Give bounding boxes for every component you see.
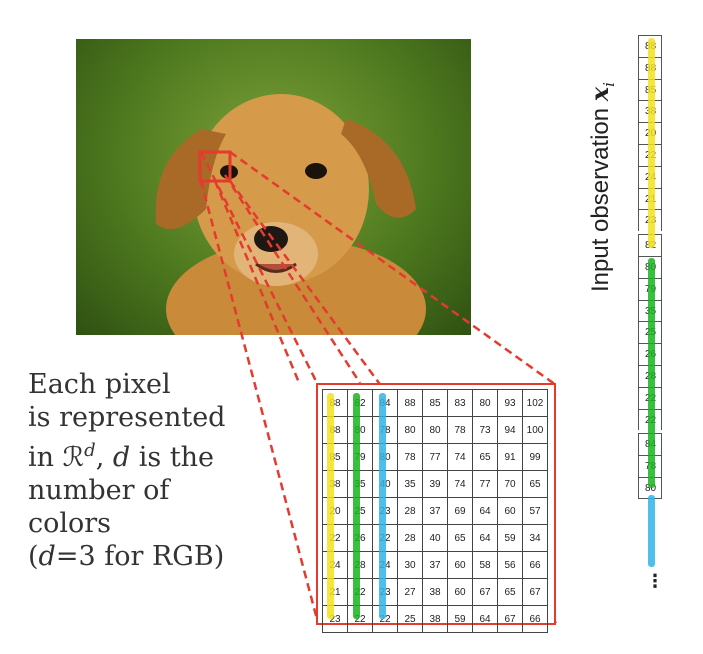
pixel-cell: 40 (422, 524, 448, 552)
pixel-cell: 85 (422, 389, 448, 417)
green-channel-strip (353, 393, 360, 619)
pixel-cell: 80 (397, 416, 423, 444)
red-channel-strip (327, 393, 334, 619)
pixel-cell: 27 (397, 578, 423, 606)
pixel-cell: 28 (347, 551, 373, 579)
pixel-cell: 67 (497, 605, 523, 633)
puppy-photo (76, 39, 471, 335)
blue-channel-strip (379, 393, 386, 619)
zoomed-pixel-grid: 8882848885838093102888078808078739410085… (316, 383, 556, 633)
pixel-cell: 20 (322, 497, 348, 525)
pixel-cell: 65 (497, 578, 523, 606)
continuation-ellipsis: ⋮ (646, 571, 664, 592)
pixel-cell: 78 (397, 443, 423, 471)
pixel-value-table: 8882848885838093102888078808078739410085… (322, 389, 548, 633)
pixel-cell: 64 (472, 524, 498, 552)
pixel-cell: 77 (422, 443, 448, 471)
pixel-cell: 56 (497, 551, 523, 579)
pixel-cell: 66 (522, 551, 548, 579)
pixel-cell: 88 (322, 416, 348, 444)
pixel-cell: 60 (497, 497, 523, 525)
pixel-cell: 65 (472, 443, 498, 471)
pixel-row: 202523283769646057 (322, 497, 548, 525)
pixel-cell: 78 (447, 416, 473, 444)
explanation-caption: Each pixel is represented in ℛd, d is th… (28, 368, 268, 573)
pixel-cell: 102 (522, 389, 548, 417)
pixel-cell: 64 (472, 605, 498, 633)
caption-line-2: is represented (28, 402, 226, 433)
pixel-cell: 38 (322, 470, 348, 498)
pixel-cell: 22 (372, 605, 398, 633)
pixel-cell: 67 (522, 578, 548, 606)
pixel-cell: 26 (347, 524, 373, 552)
pixel-cell: 35 (397, 470, 423, 498)
pixel-cell: 28 (397, 497, 423, 525)
pixel-cell: 59 (497, 524, 523, 552)
pixel-cell: 58 (472, 551, 498, 579)
vector-title: Input observation xi (585, 82, 618, 292)
pixel-cell: 99 (522, 443, 548, 471)
pixel-cell: 80 (347, 416, 373, 444)
pixel-cell: 66 (522, 605, 548, 633)
pixel-cell: 39 (422, 470, 448, 498)
pixel-cell: 82 (347, 389, 373, 417)
pixel-cell: 100 (522, 416, 548, 444)
pixel-cell: 80 (422, 416, 448, 444)
pixel-cell: 69 (447, 497, 473, 525)
pixel-cell: 22 (347, 605, 373, 633)
pixel-cell: 34 (522, 524, 548, 552)
vector-blue-strip (648, 495, 655, 567)
pixel-cell: 28 (397, 524, 423, 552)
pixel-cell: 77 (472, 470, 498, 498)
pixel-cell: 25 (397, 605, 423, 633)
pixel-cell: 23 (322, 605, 348, 633)
pixel-cell: 80 (472, 389, 498, 417)
pixel-cell: 67 (472, 578, 498, 606)
pixel-cell: 93 (497, 389, 523, 417)
pixel-cell: 83 (447, 389, 473, 417)
pixel-cell: 60 (447, 578, 473, 606)
pixel-cell: 70 (497, 470, 523, 498)
pixel-cell: 79 (347, 443, 373, 471)
pixel-row: 242824303760585666 (322, 551, 548, 579)
pixel-cell: 22 (347, 578, 373, 606)
puppy-illustration (155, 94, 426, 335)
pixel-cell: 65 (447, 524, 473, 552)
pixel-cell: 35 (347, 470, 373, 498)
pixel-cell: 38 (422, 605, 448, 633)
pixel-cell: 38 (422, 578, 448, 606)
caption-line-3: in ℛd, d is the (28, 440, 215, 473)
caption-line-5: colors (28, 508, 112, 539)
pixel-cell: 91 (497, 443, 523, 471)
pixel-cell: 57 (522, 497, 548, 525)
input-vector-column: 8888853820222421238280793525262822228478… (638, 35, 662, 499)
caption-line-1: Each pixel (28, 369, 171, 400)
pixel-cell: 85 (322, 443, 348, 471)
pixel-row: 857980787774659199 (322, 443, 548, 471)
pixel-cell: 59 (447, 605, 473, 633)
pixel-cell: 25 (347, 497, 373, 525)
pixel-cell: 60 (447, 551, 473, 579)
vector-red-strip (648, 38, 655, 248)
pixel-cell: 74 (447, 443, 473, 471)
pixel-cell: 74 (447, 470, 473, 498)
pixel-cell: 37 (422, 497, 448, 525)
pixel-cell: 64 (472, 497, 498, 525)
vector-green-strip (648, 258, 655, 488)
caption-line-6: (d=3 for RGB) (28, 541, 225, 572)
pixel-cell: 73 (472, 416, 498, 444)
pixel-cell: 88 (397, 389, 423, 417)
pixel-cell: 37 (422, 551, 448, 579)
pixel-cell: 30 (397, 551, 423, 579)
caption-line-4: number of (28, 475, 170, 506)
pixel-cell: 65 (522, 470, 548, 498)
pixel-cell: 94 (497, 416, 523, 444)
